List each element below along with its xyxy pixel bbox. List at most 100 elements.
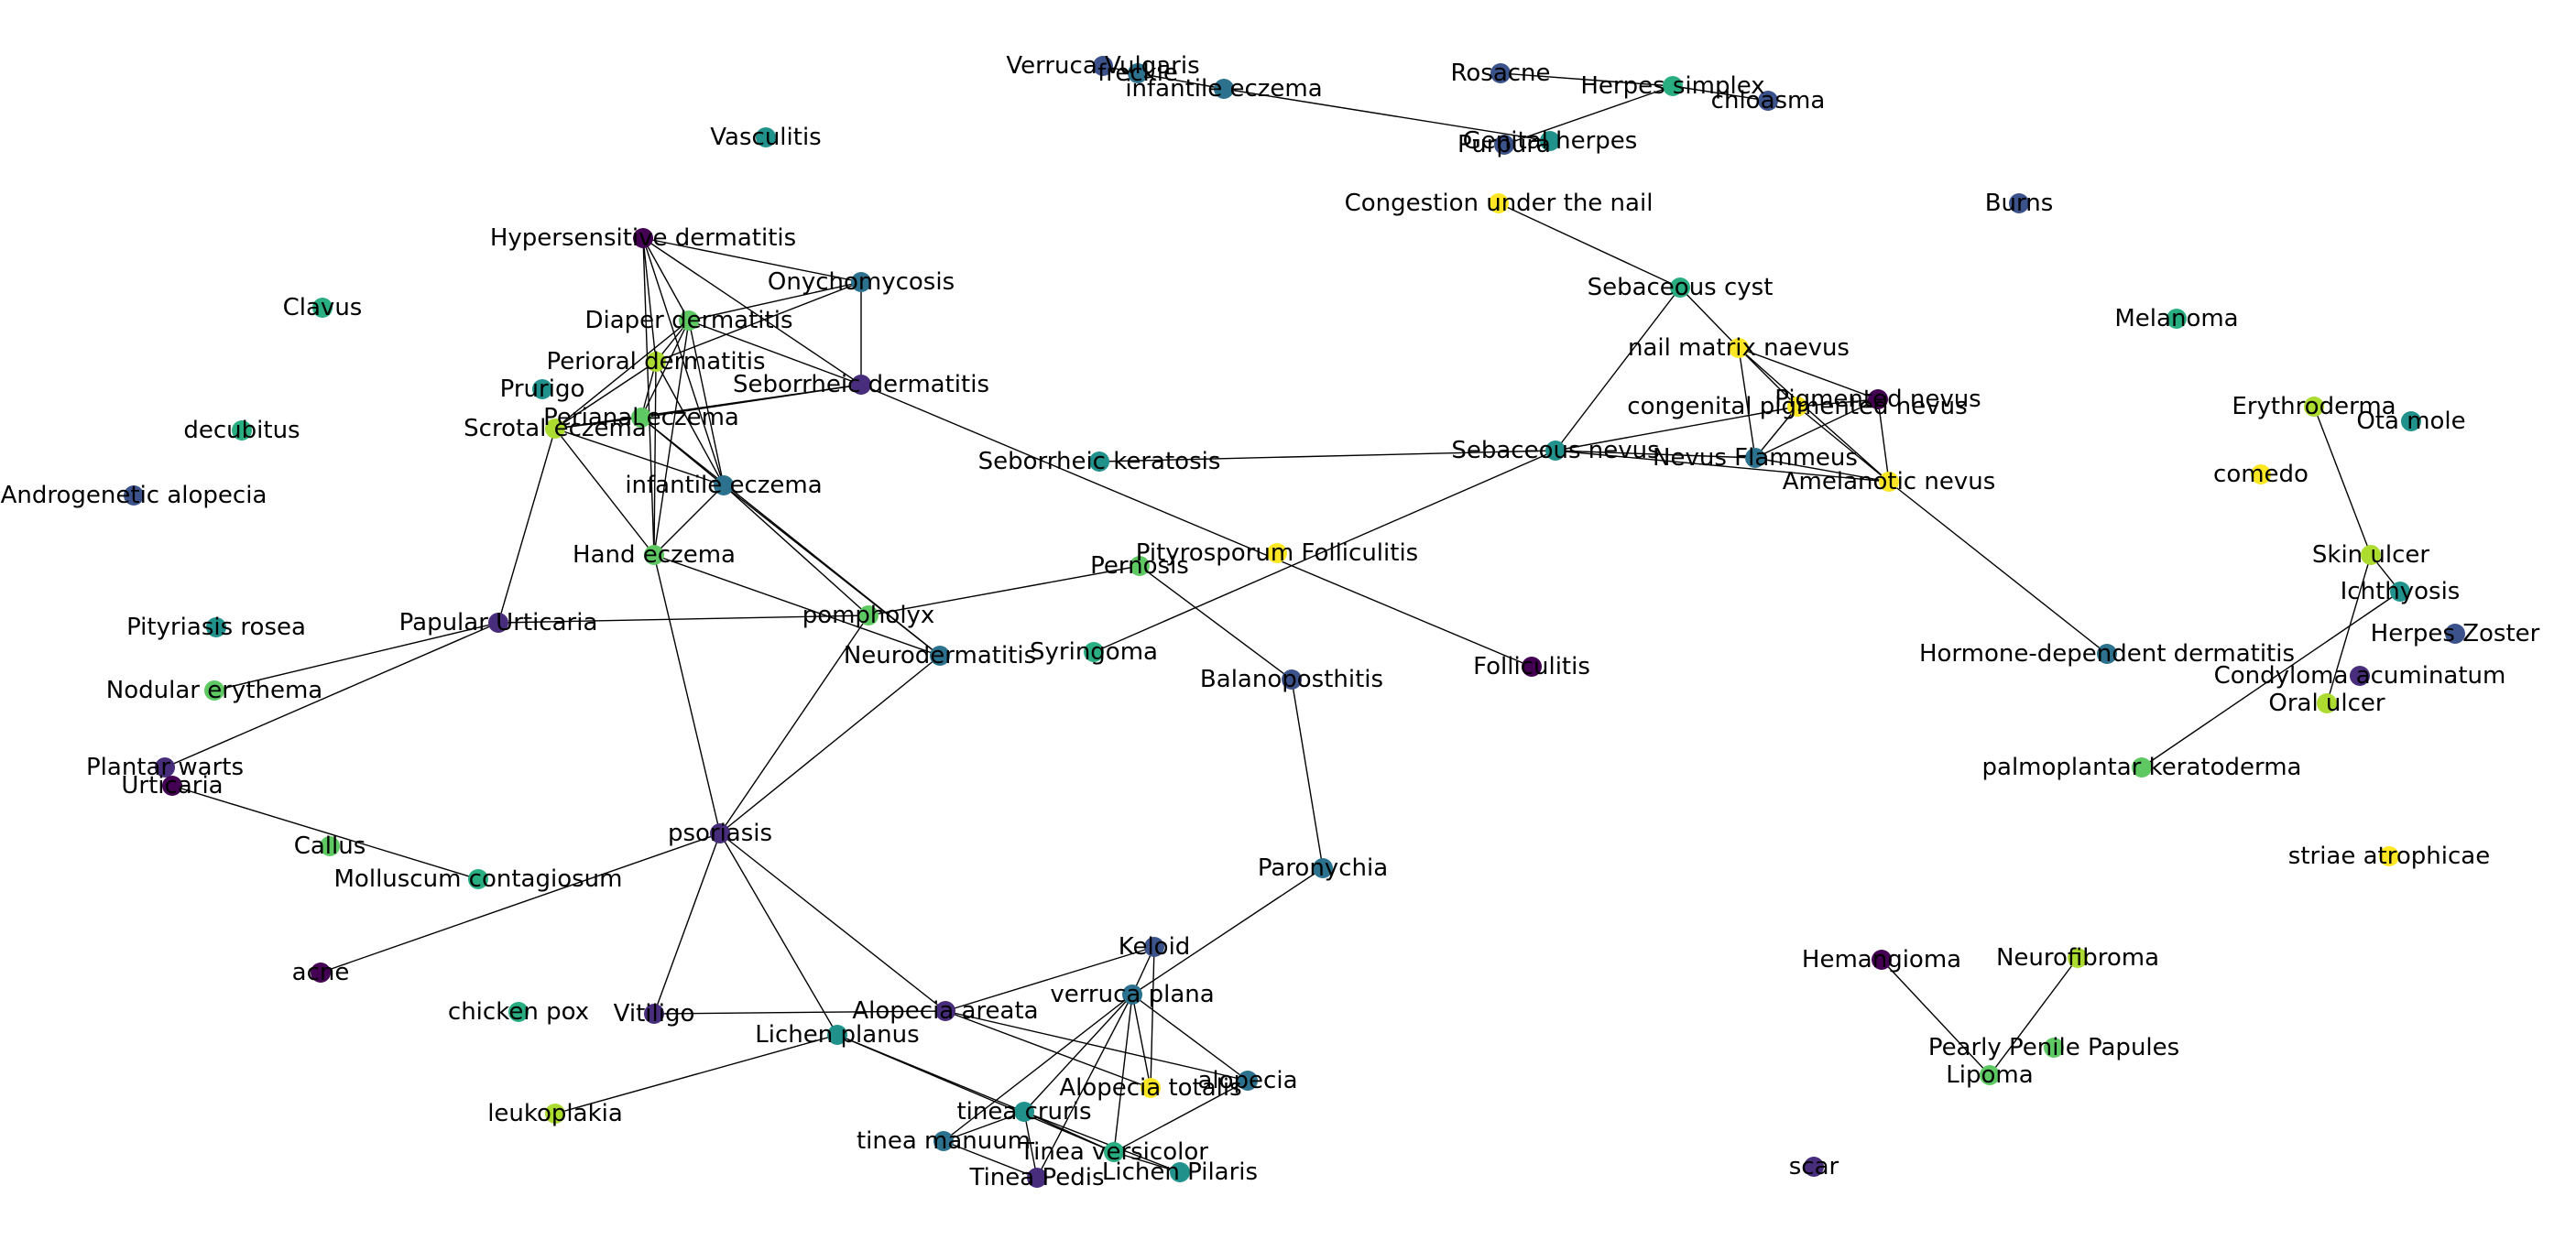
node-label-acne: acne (292, 959, 350, 986)
node-leukoplakia[interactable] (545, 1104, 565, 1124)
node-scrotal_eczema[interactable] (545, 419, 565, 439)
node-perioral_dermatitis[interactable] (646, 352, 666, 372)
node-callus[interactable] (320, 836, 340, 856)
node-hand_eczema[interactable] (644, 545, 664, 565)
node-chicken_pox[interactable] (508, 1002, 529, 1022)
node-herpes_simplex[interactable] (1663, 76, 1683, 96)
node-label-hemangioma: Hemangioma (1802, 946, 1961, 974)
node-erythroderma[interactable] (2304, 397, 2324, 417)
node-psoriasis[interactable] (710, 823, 730, 843)
node-vitiligo[interactable] (644, 1004, 664, 1024)
node-nail_matrix_naevus[interactable] (1729, 338, 1749, 358)
node-tinea_manuum[interactable] (933, 1131, 954, 1151)
node-perianal_eczema[interactable] (631, 408, 651, 428)
node-hormone_dependent_dermatitis[interactable] (2097, 644, 2117, 664)
node-seborrheic_dermatitis[interactable] (851, 375, 871, 395)
node-oral_ulcer[interactable] (2317, 693, 2337, 713)
node-urticaria[interactable] (162, 776, 182, 796)
node-genital_herpes[interactable] (1540, 131, 1560, 151)
node-neurofibroma[interactable] (2068, 948, 2088, 968)
edge-scrotal_eczema-infantile_eczema (554, 428, 725, 486)
node-tinea_versicolor[interactable] (1104, 1142, 1124, 1162)
node-keloid[interactable] (1144, 937, 1164, 957)
node-verruca_vulgaris[interactable] (1093, 56, 1113, 76)
node-melanoma[interactable] (2167, 309, 2187, 329)
node-congestion_nail[interactable] (1489, 193, 1509, 213)
node-diaper_dermatitis[interactable] (679, 310, 699, 331)
node-pityriasis_rosea[interactable] (206, 617, 226, 637)
node-herpes_zoster[interactable] (2445, 624, 2465, 644)
node-folliculitis[interactable] (1522, 657, 1542, 677)
node-sebaceous_nevus[interactable] (1545, 441, 1566, 461)
node-decubitus[interactable] (232, 420, 252, 441)
node-scar[interactable] (1804, 1157, 1824, 1177)
node-pompholyx[interactable] (858, 605, 879, 625)
node-balanoposthitis[interactable] (1282, 669, 1302, 690)
node-palmoplantar_keratoderma[interactable] (2132, 757, 2152, 778)
edge-diaper_dermatitis-hand_eczema (653, 320, 690, 556)
node-plantar_warts[interactable] (155, 757, 175, 778)
node-tinea_cruris[interactable] (1014, 1102, 1034, 1122)
edge-diaper_dermatitis-infantile_eczema (688, 320, 725, 486)
node-tinea_pedis[interactable] (1027, 1168, 1047, 1188)
node-pernosis[interactable] (1130, 556, 1150, 576)
node-label-hand_eczema: Hand eczema (573, 541, 736, 569)
node-alopecia_areata[interactable] (935, 1001, 955, 1021)
node-prurigo[interactable] (532, 379, 552, 399)
node-onychomycosis[interactable] (851, 272, 871, 292)
node-molluscum_contagiosum[interactable] (468, 869, 488, 889)
node-chloasma[interactable] (1758, 91, 1778, 111)
node-lipoma[interactable] (1980, 1065, 2000, 1085)
node-sebaceous_cyst[interactable] (1670, 277, 1690, 298)
node-nevus_flammeus[interactable] (1745, 448, 1765, 468)
node-lichen_pilaris[interactable] (1170, 1162, 1190, 1182)
node-label-ichthyosis: Ichthyosis (2341, 578, 2461, 605)
node-paronychia[interactable] (1313, 858, 1333, 878)
edge-psoriasis-alopecia_areata (719, 832, 946, 1012)
node-congenital_pigmented_nevus[interactable] (1787, 397, 1807, 417)
edge-urticaria-molluscum_contagiosum (171, 785, 479, 880)
edge-papular_urticaria-plantar_warts (164, 622, 499, 768)
edge-infantile_eczema-neurodermatitis (723, 484, 941, 657)
node-syringoma[interactable] (1084, 642, 1104, 662)
node-label-lipoma: Lipoma (1946, 1061, 2033, 1089)
edge-tinea_cruris-tinea_versicolor (1023, 1111, 1115, 1153)
node-ichthyosis[interactable] (2390, 582, 2410, 602)
node-pearly_penile_papules[interactable] (2044, 1038, 2064, 1058)
node-burns[interactable] (2009, 193, 2029, 213)
node-alopecia_totalis[interactable] (1141, 1078, 1161, 1098)
node-hemangioma[interactable] (1872, 950, 1892, 970)
node-skin_ulcer[interactable] (2361, 545, 2381, 565)
node-rosacne[interactable] (1490, 63, 1511, 83)
node-seborrheic_keratosis[interactable] (1089, 451, 1109, 472)
edge-hypersensitive_dermatitis-perioral_dermatitis (642, 237, 657, 363)
node-freckle[interactable] (1128, 63, 1148, 83)
node-alopecia[interactable] (1238, 1071, 1258, 1091)
node-amelanotic_nevus[interactable] (1879, 472, 1899, 492)
node-infantile_eczema[interactable] (714, 475, 734, 495)
node-papular_urticaria[interactable] (488, 613, 508, 633)
node-label-paronychia: Paronychia (1258, 854, 1388, 882)
node-lichen_planus[interactable] (827, 1025, 847, 1045)
node-pigmented_nevus[interactable] (1868, 389, 1888, 409)
edge-pigmented_nevus-nevus_flammeus (1754, 398, 1879, 459)
node-vasculitis[interactable] (756, 127, 776, 147)
node-infantile_eczema_top[interactable] (1214, 79, 1234, 99)
edge-pernosis-balanoposthitis (1139, 565, 1293, 680)
node-acne[interactable] (311, 963, 331, 983)
node-label-onychomycosis: Onychomycosis (768, 268, 955, 296)
node-clavus[interactable] (312, 298, 333, 318)
node-striae_atrophicae[interactable] (2379, 846, 2399, 866)
node-hypersensitive_dermatitis[interactable] (633, 228, 653, 248)
edge-hypersensitive_dermatitis-diaper_dermatitis (642, 237, 690, 321)
node-nodular_erythema[interactable] (204, 680, 224, 701)
node-pityrosporum_folliculitis[interactable] (1267, 543, 1287, 563)
node-comedo[interactable] (2251, 464, 2271, 484)
node-neurodermatitis[interactable] (930, 646, 950, 666)
node-ota_mole[interactable] (2401, 411, 2421, 431)
node-label-nail_matrix_naevus: nail matrix naevus (1628, 334, 1850, 362)
node-androgenetic_alopecia[interactable] (124, 485, 144, 506)
node-condyloma_acuminatum[interactable] (2350, 666, 2370, 686)
node-verruca_plana[interactable] (1122, 984, 1142, 1005)
node-purpura[interactable] (1494, 135, 1514, 155)
